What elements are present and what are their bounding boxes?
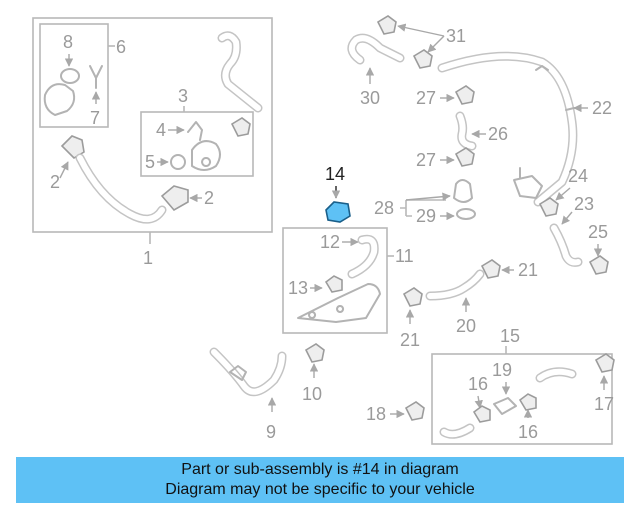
- callout-1: 1: [143, 248, 153, 268]
- clamp-part-27-upper: [454, 85, 475, 105]
- clamp-part-25: [588, 255, 609, 275]
- assembly-1-box: [32, 17, 273, 233]
- callout-2-left: 2: [50, 172, 60, 192]
- callout-2-right: 2: [204, 188, 214, 208]
- callout-11: 11: [395, 246, 414, 266]
- clamp-part-31-b: [412, 49, 433, 69]
- clamp-part-16-right: [518, 393, 537, 411]
- subassembly-3-box: [140, 111, 254, 177]
- o-ring-part-8: [60, 68, 80, 84]
- o-ring-part-29: [456, 208, 476, 220]
- callout-24: 24: [568, 166, 588, 186]
- callout-27-upper: 27: [416, 88, 436, 108]
- info-banner: Part or sub-assembly is #14 in diagram D…: [16, 457, 624, 503]
- banner-line-2: Diagram may not be specific to your vehi…: [165, 481, 475, 498]
- clamp-part-27-lower: [454, 147, 475, 167]
- callout-7: 7: [90, 108, 100, 128]
- callout-16-left: 16: [468, 374, 488, 394]
- pump-part-3: [191, 140, 221, 171]
- callout-15: 15: [500, 326, 520, 346]
- clamp-part-13: [324, 275, 343, 293]
- callout-25: 25: [588, 222, 608, 242]
- banner-line-1: Part or sub-assembly is #14 in diagram: [181, 461, 459, 478]
- clamp-part-16-left: [472, 405, 491, 423]
- callout-13: 13: [288, 278, 308, 298]
- callout-10: 10: [302, 384, 322, 404]
- clamp-part-24: [538, 197, 559, 217]
- subassembly-6-box: [39, 23, 109, 128]
- clip-part-7: [89, 65, 103, 89]
- clamp-part-21-right: [480, 259, 501, 279]
- clamp-part-1: [230, 117, 251, 137]
- connector-part-9: [229, 365, 247, 381]
- callout-27-lower: 27: [416, 150, 436, 170]
- assembly-11-box: [282, 227, 388, 334]
- callout-22: 22: [592, 98, 612, 118]
- part-14-highlighted[interactable]: [325, 201, 351, 223]
- pipe-part-11: [297, 283, 381, 323]
- o-ring-part-5: [170, 154, 186, 170]
- clamp-part-2-lower: [160, 185, 189, 212]
- callout-21-right: 21: [518, 260, 538, 280]
- callout-20: 20: [456, 316, 476, 336]
- callout-4: 4: [156, 120, 166, 140]
- callout-14: 14: [325, 164, 345, 184]
- callout-31: 31: [446, 26, 466, 46]
- callout-28: 28: [374, 198, 394, 218]
- callout-26: 26: [488, 124, 508, 144]
- callout-23: 23: [574, 194, 594, 214]
- connector-part-22-lower: [513, 167, 543, 199]
- clamp-part-22-a: [535, 65, 575, 111]
- callout-12: 12: [320, 232, 340, 252]
- clamp-part-2-upper: [60, 135, 85, 160]
- callout-30: 30: [360, 88, 380, 108]
- callout-29: 29: [416, 206, 436, 226]
- callout-19: 19: [492, 360, 512, 380]
- callout-17: 17: [594, 394, 614, 414]
- callout-6: 6: [116, 37, 126, 57]
- callout-9: 9: [266, 422, 276, 442]
- clamp-part-17: [594, 353, 615, 373]
- pipe-part-19: [493, 397, 517, 415]
- clamp-part-10: [304, 343, 325, 363]
- thermostat-part-28: [453, 179, 473, 203]
- callout-21-left: 21: [400, 330, 420, 350]
- clamp-part-18: [404, 401, 425, 421]
- callout-16-right: 16: [518, 422, 538, 442]
- connector-part-8-body: [43, 83, 76, 116]
- callout-3: 3: [178, 86, 188, 106]
- clamp-part-31-a: [376, 15, 397, 35]
- clamp-part-21-left: [402, 287, 423, 307]
- callout-8: 8: [63, 32, 73, 52]
- assembly-15-box: [431, 353, 613, 445]
- callout-18: 18: [366, 404, 386, 424]
- callout-5: 5: [145, 152, 155, 172]
- bracket-part-4: [187, 121, 203, 141]
